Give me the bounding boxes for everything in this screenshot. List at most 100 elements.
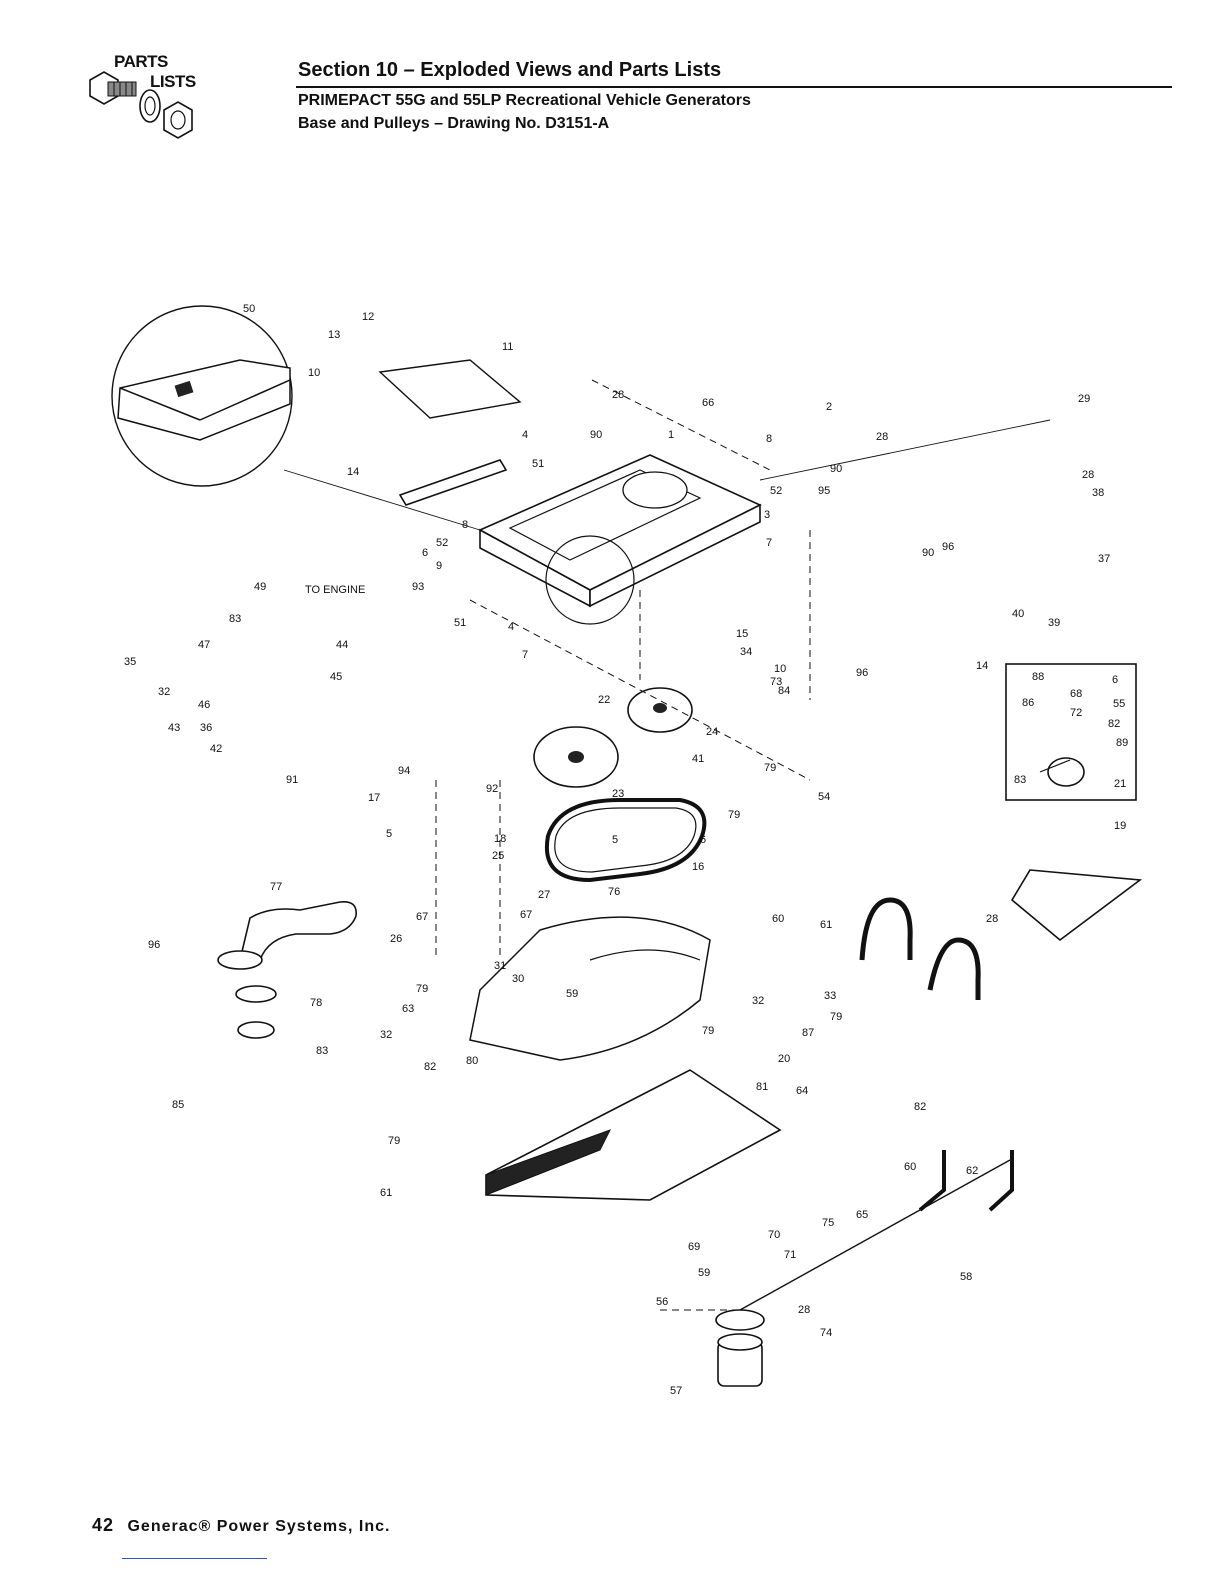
fan-housing xyxy=(469,916,711,1061)
callout-label: 57 xyxy=(670,1385,682,1397)
callout-label: 43 xyxy=(168,722,180,734)
callout-label: 39 xyxy=(1048,617,1060,629)
callout-label: 79 xyxy=(830,1011,842,1023)
section-title: Section 10 – Exploded Views and Parts Li… xyxy=(298,59,722,81)
callout-label: 82 xyxy=(424,1061,436,1073)
callout-label: 91 xyxy=(286,774,298,786)
parts-lists-logo: PARTS LISTS xyxy=(78,52,218,152)
callout-label: 96 xyxy=(942,541,954,553)
callout-label: 27 xyxy=(538,889,550,901)
callout-label: 90 xyxy=(922,547,934,559)
upper-bracket xyxy=(378,359,522,506)
callout-label: 37 xyxy=(1098,553,1110,565)
callout-label: 5 xyxy=(386,828,392,840)
callout-label: 4 xyxy=(522,429,528,441)
callout-label: 6 xyxy=(422,547,428,559)
callout-label: 30 xyxy=(512,973,524,985)
callout-label: 17 xyxy=(368,792,380,804)
callout-label: 87 xyxy=(802,1027,814,1039)
callout-label: 67 xyxy=(520,909,532,921)
callout-label: 4 xyxy=(508,621,514,633)
callout-label: 28 xyxy=(1082,469,1094,481)
callout-label: 68 xyxy=(1070,688,1082,700)
callout-label: 6 xyxy=(1112,674,1118,686)
callout-label: 14 xyxy=(976,660,988,672)
callout-label: 55 xyxy=(1113,698,1125,710)
belt xyxy=(544,798,707,883)
callout-label: 79 xyxy=(764,762,776,774)
callout-label: 34 xyxy=(740,646,752,658)
callout-label: 20 xyxy=(778,1053,790,1065)
callout-label: 59 xyxy=(698,1267,710,1279)
callout-label: 95 xyxy=(818,485,830,497)
page-number: 42 xyxy=(92,1515,115,1535)
callout-label: 89 xyxy=(1116,737,1128,749)
callout-label: 22 xyxy=(598,694,610,706)
callout-label: 83 xyxy=(316,1045,328,1057)
model-subtitle: PRIMEPACT 55G and 55LP Recreational Vehi… xyxy=(298,92,751,109)
callout-label: 65 xyxy=(856,1209,868,1221)
callout-label: 82 xyxy=(1108,718,1120,730)
callout-label: 23 xyxy=(612,788,624,800)
callout-label: 36 xyxy=(200,722,212,734)
callout-label: 49 xyxy=(254,581,266,593)
callout-label: 41 xyxy=(692,753,704,765)
callout-label: 35 xyxy=(124,656,136,668)
callout-label: 28 xyxy=(876,431,888,443)
callout-label: 61 xyxy=(820,919,832,931)
callout-label: 52 xyxy=(770,485,782,497)
callout-label: 24 xyxy=(706,726,718,738)
drawing-subtitle: Base and Pulleys – Drawing No. D3151-A xyxy=(298,115,610,132)
callout-label: 21 xyxy=(1114,778,1126,790)
callout-label: 59 xyxy=(566,988,578,1000)
callout-label: 83 xyxy=(1014,774,1026,786)
callout-label: 96 xyxy=(148,939,160,951)
callout-label: 52 xyxy=(436,537,448,549)
callout-label: 15 xyxy=(736,628,748,640)
callout-label: 60 xyxy=(772,913,784,925)
exhaust-assembly xyxy=(217,900,357,1039)
callout-label: 40 xyxy=(1012,608,1024,620)
callout-label: 8 xyxy=(766,433,772,445)
callout-label: 14 xyxy=(347,466,359,478)
callout-label: 77 xyxy=(270,881,282,893)
callout-label: 79 xyxy=(388,1135,400,1147)
callout-label: 82 xyxy=(914,1101,926,1113)
callout-label: 75 xyxy=(822,1217,834,1229)
callout-label: 72 xyxy=(1070,707,1082,719)
callout-label: 16 xyxy=(692,861,704,873)
callout-label: 18 xyxy=(494,833,506,845)
mounting-plate xyxy=(1010,869,1143,942)
detail-circle-50 xyxy=(111,305,293,487)
logo-text-lists: LISTS xyxy=(150,72,196,91)
callout-label: 9 xyxy=(436,560,442,572)
skid-plate xyxy=(485,1069,782,1201)
callout-label: 28 xyxy=(986,913,998,925)
callout-label: 6 xyxy=(700,834,706,846)
callout-label: 19 xyxy=(1114,820,1126,832)
callout-label: 81 xyxy=(756,1081,768,1093)
callout-label: TO ENGINE xyxy=(305,584,365,596)
footer-company: Generac® Power Systems, Inc. xyxy=(127,1518,391,1535)
callout-label: 69 xyxy=(688,1241,700,1253)
contactor-inset xyxy=(1005,663,1137,801)
callout-label: 79 xyxy=(416,983,428,995)
callout-label: 88 xyxy=(1032,671,1044,683)
callout-label: 92 xyxy=(486,783,498,795)
callout-label: 96 xyxy=(856,667,868,679)
callout-label: 28 xyxy=(798,1304,810,1316)
assembly-dashed-lines xyxy=(283,379,1051,1311)
header-rule xyxy=(296,86,1172,88)
callout-label: 33 xyxy=(824,990,836,1002)
callout-label: 32 xyxy=(380,1029,392,1041)
base-frame xyxy=(478,454,762,625)
callout-label: 90 xyxy=(830,463,842,475)
fuel-hoses xyxy=(739,897,1014,1311)
callout-label: 70 xyxy=(768,1229,780,1241)
callout-label: 73 xyxy=(770,676,782,688)
callout-label: 74 xyxy=(820,1327,832,1339)
callout-label: 71 xyxy=(784,1249,796,1261)
callout-label: 7 xyxy=(522,649,528,661)
callout-label: 47 xyxy=(198,639,210,651)
